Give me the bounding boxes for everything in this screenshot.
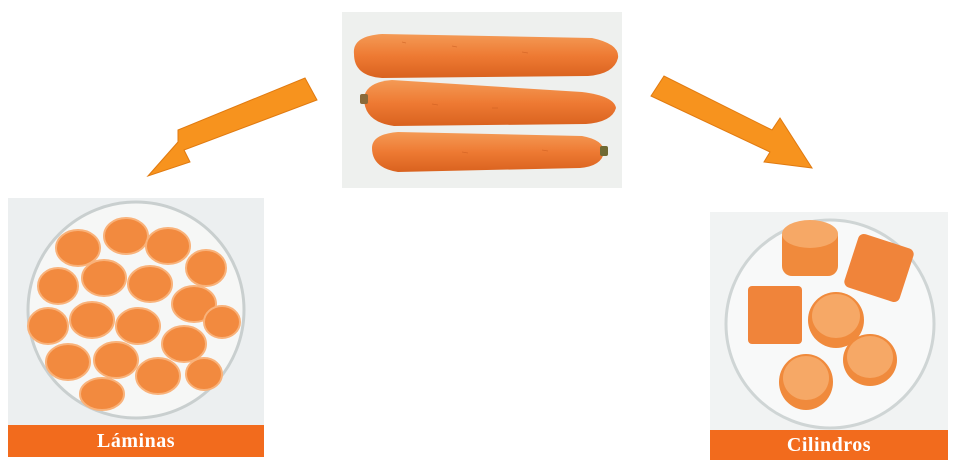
laminas-image xyxy=(8,198,264,425)
whole-carrots-image xyxy=(342,12,622,188)
laminas-label: Láminas xyxy=(8,425,264,457)
cilindros-label: Cilindros xyxy=(710,430,948,460)
cilindros-image xyxy=(710,212,948,430)
